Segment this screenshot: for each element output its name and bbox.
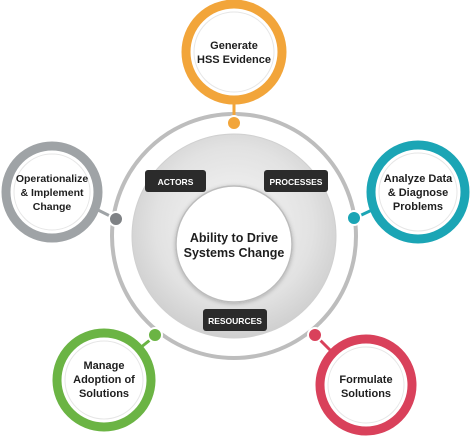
generate-node-inner [193,11,275,93]
operationalize-label-line1: Operationalize [16,173,89,185]
processes-tag-label: PROCESSES [270,177,323,187]
manage-label-line2: Adoption of [73,374,135,386]
operationalize-label-line2: & Implement [20,187,84,199]
analyze-label-line1: Analyze Data [384,173,453,185]
analyze-label-line2: & Diagnose [388,187,449,199]
operationalize-label-line3: Change [33,201,72,213]
formulate-label-line1: Formulate [339,374,392,386]
generate-label-line1: Generate [210,40,258,52]
analyze-connector-dot [346,210,362,226]
formulate-label-line2: Solutions [341,388,391,400]
center-circle [175,185,293,303]
manage-label-line3: Solutions [79,388,129,400]
resources-tag [203,309,267,331]
formulate-connector-dot [307,327,323,343]
manage-connector-dot [147,327,163,343]
actors-tag-label: ACTORS [158,177,194,187]
operationalize-connector-dot [108,211,124,227]
analyze-node-inner [378,152,458,232]
formulate-node-inner [327,346,405,424]
generate-label-line2: HSS Evidence [197,54,271,66]
operationalize-node-inner [13,153,91,231]
center-title-line1: Ability to Drive [190,231,278,245]
center-title-line2: Systems Change [184,246,285,260]
resources-tag-label: RESOURCES [208,316,262,326]
actors-tag [145,170,206,192]
processes-tag [264,170,328,192]
analyze-label-line3: Problems [393,201,443,213]
generate-connector-dot [226,115,242,131]
manage-label-line1: Manage [84,360,125,372]
manage-node-inner [64,340,144,420]
